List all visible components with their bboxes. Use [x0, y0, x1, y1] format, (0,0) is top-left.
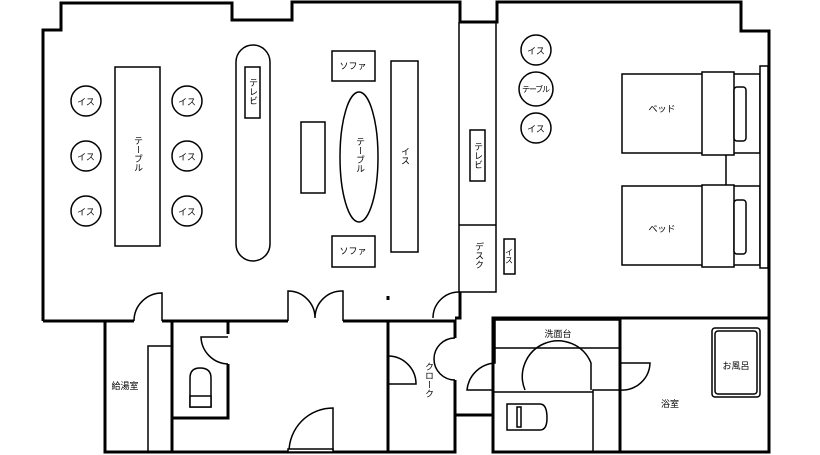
- pantry-label: 給湯室: [111, 380, 138, 392]
- door-wash[interactable]: [466, 340, 592, 391]
- dining-table-label: テーブル: [132, 136, 143, 172]
- coffee-table-label: テーブル: [354, 137, 365, 173]
- inner-walls: [170, 296, 769, 452]
- cloak-label: クローク: [423, 362, 433, 398]
- coffee-table: [339, 91, 379, 223]
- door-entrance[interactable]: [288, 407, 334, 453]
- door-toilet-left[interactable]: [200, 336, 229, 365]
- toilet-icon-right: [506, 403, 548, 431]
- sofa-label: ソファ: [339, 62, 366, 72]
- bed: [621, 71, 761, 156]
- outer-wall: [41, 0, 771, 454]
- door-living-double[interactable]: [287, 290, 344, 321]
- bedroom-tv: [469, 129, 486, 182]
- chair-label: イス: [527, 125, 545, 135]
- bench: [390, 60, 419, 253]
- sofa-label: ソファ: [339, 247, 366, 257]
- side-table-label: テーブル: [522, 84, 550, 94]
- desk-chair: [503, 238, 516, 275]
- bed-label: ベッド: [648, 105, 675, 115]
- chair-label: イス: [178, 208, 196, 218]
- chair-label: イス: [77, 153, 95, 163]
- dining-table: [114, 66, 161, 247]
- tv-label: テレビ: [247, 78, 257, 105]
- ottoman: [300, 121, 326, 194]
- chair-label: イス: [77, 208, 95, 218]
- sofa: [331, 50, 376, 82]
- door-cloak[interactable]: [433, 337, 456, 381]
- dining-chairs: [70, 85, 203, 227]
- chair-label: イス: [527, 47, 545, 57]
- bathtub: [711, 327, 761, 398]
- door-pantry[interactable]: [133, 292, 163, 322]
- desk-label: デスク: [473, 241, 484, 269]
- bed-label: ベッド: [648, 225, 675, 235]
- sofa: [331, 235, 376, 268]
- chair-label: イス: [178, 153, 196, 163]
- corridor-column: [458, 22, 497, 293]
- bed: [621, 184, 761, 268]
- bedroom-tv-label: テレビ: [472, 142, 482, 169]
- headboard-panel: [759, 65, 769, 269]
- bench-label: イス: [399, 147, 410, 165]
- desk-chair-label: イス: [505, 248, 514, 264]
- chair-label: イス: [178, 98, 196, 108]
- bathroom-label: 浴室: [661, 398, 679, 410]
- tv: [244, 66, 261, 119]
- door-bedroom[interactable]: [432, 291, 460, 319]
- pantry-counter: [147, 345, 172, 452]
- washbasin-label: 洗面台: [544, 328, 571, 340]
- chair-label: イス: [77, 98, 95, 108]
- bathtub-label: お風呂: [722, 361, 749, 372]
